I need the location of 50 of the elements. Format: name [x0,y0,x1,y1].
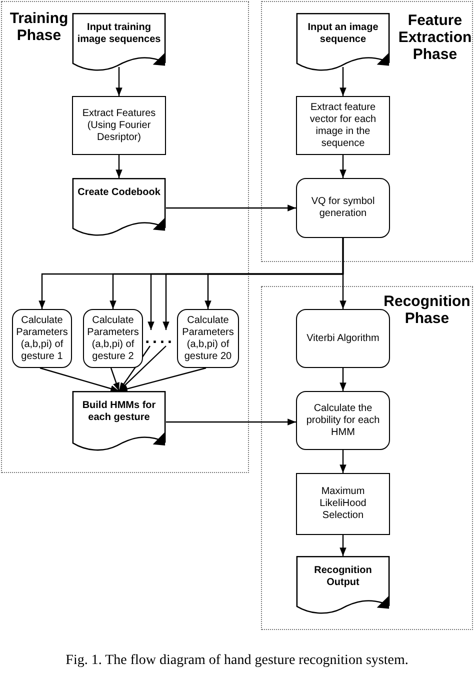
node-text: Calculate Parameters (a,b,pi) of gesture 20 [181,314,235,362]
node-text: Input an image sequence [306,22,380,46]
process-rounded-box [296,309,390,368]
process-rounded-box [12,309,72,368]
arrow [166,418,296,426]
phase-panel [261,1,473,262]
arrow [340,368,346,391]
process-box [72,96,166,155]
arrow [340,155,346,178]
phase-title: Training Phase [8,10,70,44]
arrow [40,367,120,392]
ellipsis-dots: .... [145,331,175,347]
arrow [340,67,346,96]
process-box [296,473,390,535]
arrow [118,346,166,392]
node-text: Recognition Output [313,565,373,589]
process-box [296,96,390,155]
arrow [110,368,120,392]
arrow [204,238,344,309]
arrow [166,204,296,212]
node-text: Calculate the probility for each HMM [305,402,381,438]
node-text: Extract feature vector for each image in the sequence [308,102,378,150]
process-rounded-box [177,309,239,368]
caption: Fig. 1. The flow diagram of hand gesture recognition system. [64,652,410,670]
document-shape [296,13,390,73]
process-rounded-box [296,391,390,450]
arrow [340,450,346,473]
node-text: Calculate Parameters (a,b,pi) of gesture 1 [15,314,69,362]
arrow [116,155,122,178]
document-shape [72,391,166,453]
node-text: Input training image sequences [76,22,162,46]
phase-title: Feature Extraction Phase [397,12,473,63]
node-text: Calculate Parameters (a,b,pi) of gesture 2 [86,314,140,362]
node-text: Viterbi Algorithm [306,332,380,344]
document-shape [296,556,390,616]
process-rounded-box [296,178,390,238]
phase-panel [1,1,249,473]
phase-panel [261,286,473,630]
document-shape [72,13,166,73]
node-text: VQ for symbol generation [310,196,376,220]
document-shape [72,178,166,238]
node-text: Extract Features (Using Fourier Desriptor) [81,108,157,144]
phase-title: Recognition Phase [382,293,472,327]
arrow [118,367,206,392]
process-rounded-box [83,309,143,368]
node-text: Create Codebook [76,187,162,199]
arrow [116,67,122,96]
node-text: Maximum LikeliHood Selection [318,486,368,522]
arrow [340,535,346,556]
node-text: Build HMMs for each gesture [81,400,157,424]
